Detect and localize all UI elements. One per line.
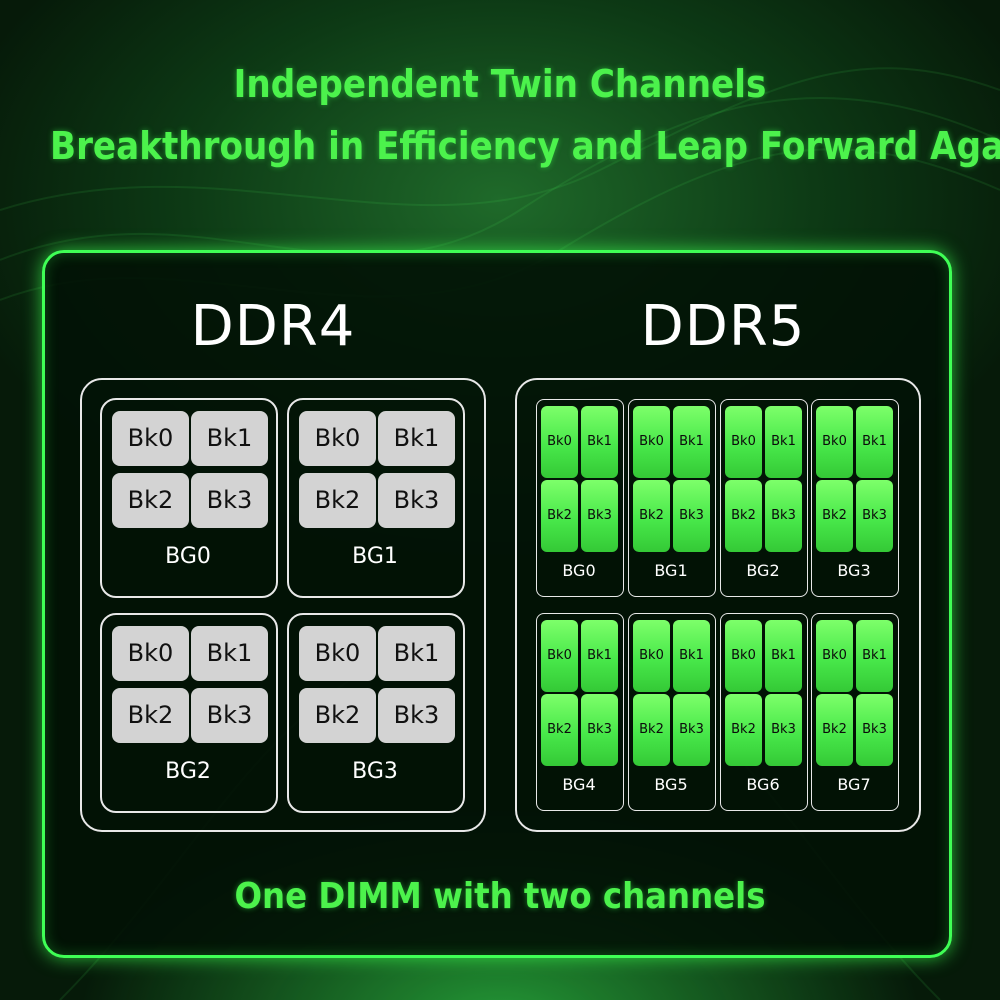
ddr5-bank: Bk2 <box>725 694 762 766</box>
ddr4-bank: Bk3 <box>378 473 455 528</box>
ddr4-bank: Bk3 <box>378 688 455 743</box>
ddr5-bank: Bk0 <box>816 620 853 692</box>
ddr5-bank-group-label: BG6 <box>746 775 780 794</box>
ddr5-bank: Bk2 <box>816 480 853 552</box>
ddr5-bank-group-0 <box>536 399 624 597</box>
ddr4-module <box>80 378 486 832</box>
ddr5-bank-group-7 <box>811 613 899 811</box>
ddr5-bank: Bk3 <box>673 694 710 766</box>
ddr5-bank: Bk0 <box>541 406 578 478</box>
ddr5-bank: Bk3 <box>673 480 710 552</box>
ddr4-bank-group-0 <box>100 398 278 598</box>
ddr5-bank-group-label: BG2 <box>746 561 780 580</box>
ddr5-bank: Bk1 <box>765 406 802 478</box>
ddr4-bank: Bk3 <box>191 688 268 743</box>
ddr4-bank: Bk2 <box>112 688 189 743</box>
ddr5-bank-group-1 <box>628 399 716 597</box>
ddr4-bank-group-label: BG3 <box>352 759 398 784</box>
ddr5-bank: Bk1 <box>581 406 618 478</box>
ddr4-bank-group-label: BG0 <box>165 544 211 569</box>
ddr5-bank-group-label: BG4 <box>562 775 596 794</box>
ddr4-bank-group-1 <box>287 398 465 598</box>
ddr5-bank-group-2 <box>720 399 808 597</box>
ddr4-bank: Bk0 <box>299 626 376 681</box>
ddr5-bank: Bk3 <box>856 480 893 552</box>
ddr5-bank: Bk2 <box>633 480 670 552</box>
ddr4-bank: Bk2 <box>112 473 189 528</box>
ddr4-bank: Bk0 <box>299 411 376 466</box>
ddr4-bank: Bk3 <box>191 473 268 528</box>
ddr4-bank: Bk2 <box>299 688 376 743</box>
ddr5-bank: Bk1 <box>673 620 710 692</box>
ddr5-bank-group-3 <box>811 399 899 597</box>
ddr5-bank-group-label: BG7 <box>837 775 871 794</box>
ddr5-bank: Bk3 <box>765 480 802 552</box>
ddr5-bank: Bk1 <box>856 620 893 692</box>
footer-caption: One DIMM with two channels <box>234 876 766 917</box>
ddr4-bank: Bk1 <box>191 626 268 681</box>
ddr5-module <box>515 378 921 832</box>
ddr5-bank-group-label: BG3 <box>837 561 871 580</box>
ddr5-title: DDR5 <box>640 294 806 359</box>
ddr5-bank: Bk2 <box>725 480 762 552</box>
ddr5-bank-group-5 <box>628 613 716 811</box>
ddr4-bank: Bk0 <box>112 411 189 466</box>
ddr4-bank: Bk1 <box>378 626 455 681</box>
headline-line-2: Breakthrough in Efficiency and Leap Forw… <box>50 124 1000 168</box>
ddr5-bank: Bk0 <box>725 620 762 692</box>
headline-line-1: Independent Twin Channels <box>233 62 767 106</box>
ddr5-bank: Bk1 <box>673 406 710 478</box>
ddr5-bank: Bk0 <box>725 406 762 478</box>
ddr5-bank: Bk3 <box>581 480 618 552</box>
ddr5-bank-group-4 <box>536 613 624 811</box>
ddr5-bank-group-label: BG5 <box>654 775 688 794</box>
ddr4-bank-group-3 <box>287 613 465 813</box>
ddr5-bank-group-label: BG0 <box>562 561 596 580</box>
ddr5-bank: Bk0 <box>633 406 670 478</box>
ddr5-bank: Bk1 <box>856 406 893 478</box>
ddr4-bank: Bk1 <box>378 411 455 466</box>
ddr5-bank: Bk2 <box>816 694 853 766</box>
ddr5-bank: Bk2 <box>633 694 670 766</box>
ddr5-bank: Bk2 <box>541 694 578 766</box>
ddr5-bank: Bk3 <box>581 694 618 766</box>
ddr5-bank: Bk0 <box>816 406 853 478</box>
ddr4-bank-group-label: BG1 <box>352 544 398 569</box>
ddr5-bank: Bk0 <box>633 620 670 692</box>
ddr5-bank-group-6 <box>720 613 808 811</box>
ddr4-title: DDR4 <box>190 294 356 359</box>
ddr5-bank: Bk1 <box>581 620 618 692</box>
ddr5-bank: Bk3 <box>856 694 893 766</box>
ddr5-bank: Bk2 <box>541 480 578 552</box>
ddr4-bank-group-2 <box>100 613 278 813</box>
ddr5-bank: Bk1 <box>765 620 802 692</box>
comparison-panel <box>42 250 952 958</box>
ddr4-bank: Bk0 <box>112 626 189 681</box>
ddr4-bank: Bk2 <box>299 473 376 528</box>
ddr5-bank: Bk3 <box>765 694 802 766</box>
ddr5-bank-group-label: BG1 <box>654 561 688 580</box>
ddr4-bank-group-label: BG2 <box>165 759 211 784</box>
ddr5-bank: Bk0 <box>541 620 578 692</box>
ddr4-bank: Bk1 <box>191 411 268 466</box>
